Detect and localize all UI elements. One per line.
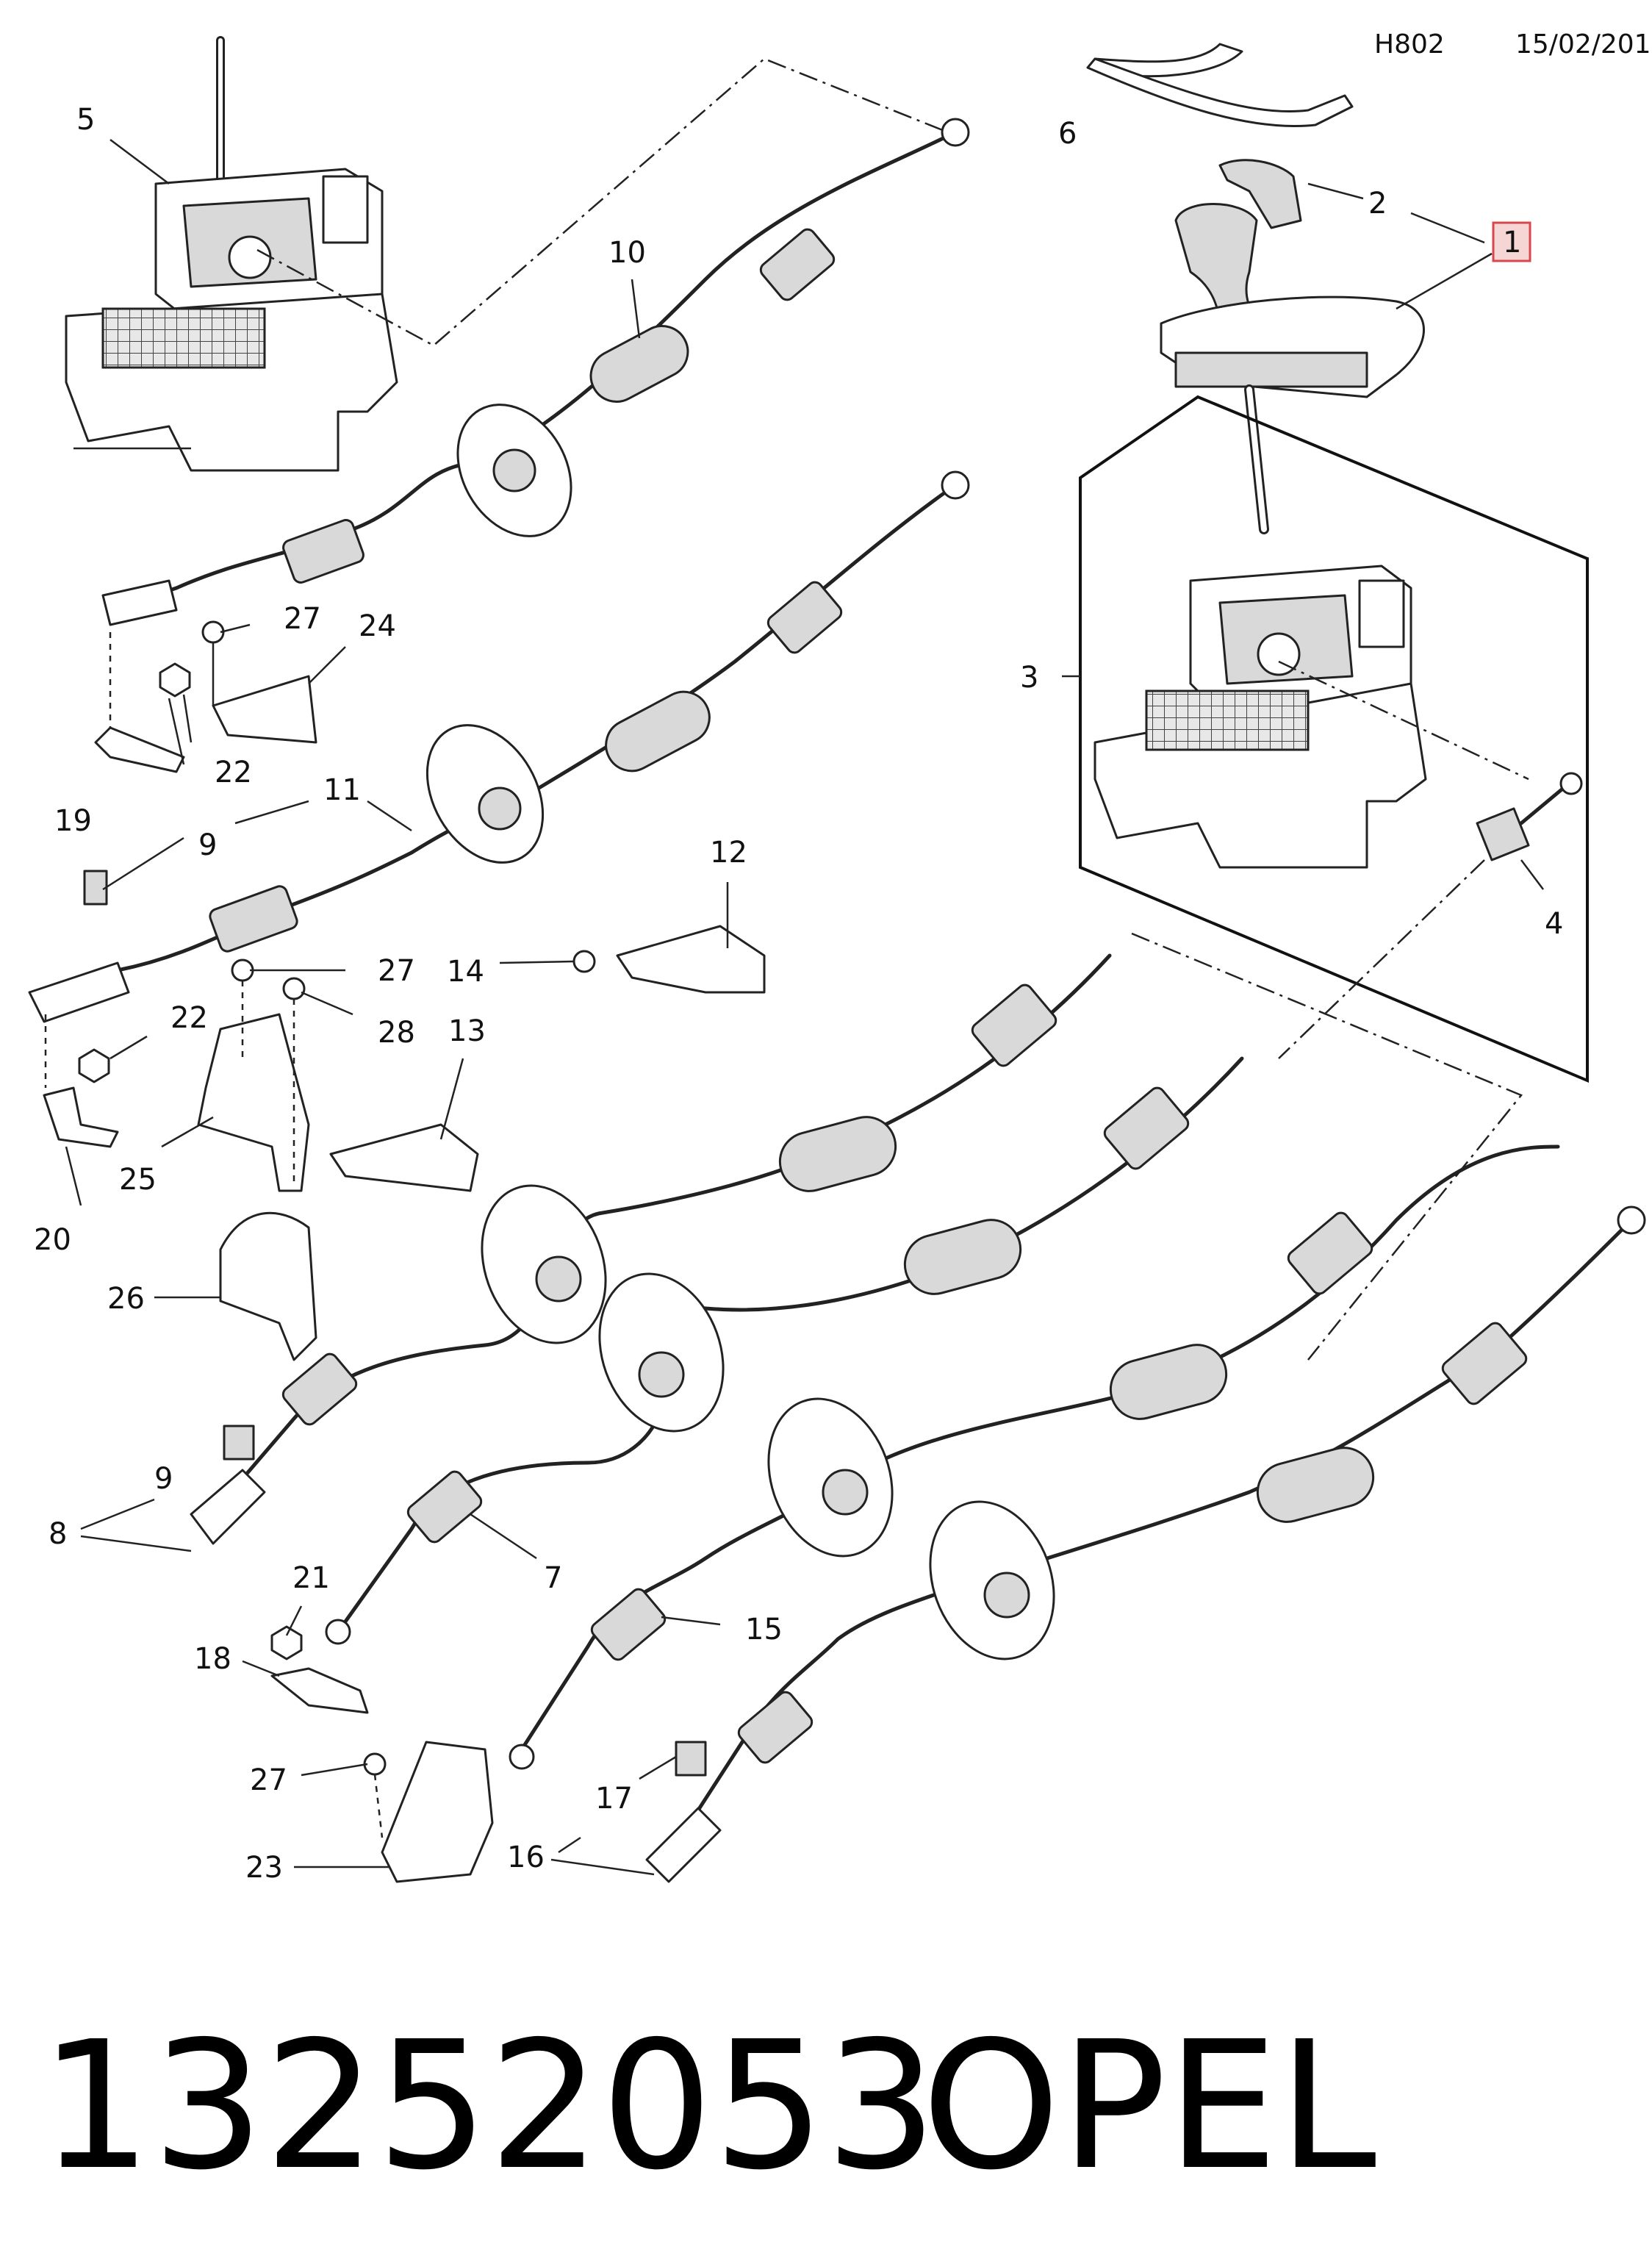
callout-2: 2 bbox=[1368, 187, 1387, 221]
washer-14 bbox=[572, 950, 596, 973]
footer-brand: OPEL bbox=[922, 2003, 1376, 2209]
bracket-18 bbox=[270, 1667, 369, 1714]
bracket-20 bbox=[43, 1086, 119, 1148]
cable-assembly-15 bbox=[509, 1144, 1560, 1770]
nut-22b bbox=[78, 1048, 110, 1083]
callout-14: 14 bbox=[447, 955, 484, 989]
clip-9b bbox=[223, 1425, 255, 1461]
nut-22a bbox=[159, 662, 191, 698]
callout-13: 13 bbox=[448, 1014, 486, 1048]
bracket-23 bbox=[381, 1741, 494, 1883]
bracket-13 bbox=[329, 1123, 479, 1192]
header-date: 15/02/2017 bbox=[1515, 29, 1652, 60]
callout-16: 16 bbox=[507, 1841, 545, 1874]
housing-frame bbox=[1079, 395, 1589, 1083]
callout-7: 7 bbox=[544, 1561, 562, 1595]
callout-21: 21 bbox=[292, 1561, 330, 1595]
bolt-27a bbox=[201, 620, 225, 706]
bracket-24 bbox=[212, 675, 317, 744]
callout-19: 19 bbox=[54, 804, 92, 838]
bracket-26 bbox=[219, 1211, 317, 1361]
cable-assembly-11 bbox=[28, 470, 970, 1023]
bolt-27c bbox=[363, 1752, 387, 1838]
cable-assembly-16 bbox=[645, 1205, 1646, 1883]
cable-assembly-7 bbox=[325, 1056, 1244, 1645]
callout-5: 5 bbox=[76, 103, 95, 137]
cable-assembly-10 bbox=[101, 118, 970, 626]
header-code: H802 bbox=[1374, 29, 1445, 60]
callout-9b: 9 bbox=[154, 1462, 173, 1496]
clip-9a bbox=[83, 870, 108, 906]
callout-1: 1 bbox=[1503, 226, 1521, 259]
bracket-25 bbox=[197, 1013, 310, 1192]
cable-assembly-8 bbox=[190, 953, 1112, 1545]
shifter-housing-3 bbox=[1093, 565, 1427, 869]
callout-9a: 9 bbox=[198, 828, 217, 862]
callout-6: 6 bbox=[1058, 117, 1077, 151]
callout-22a: 22 bbox=[215, 756, 252, 789]
callout-22b: 22 bbox=[170, 1001, 208, 1035]
bracket-12 bbox=[616, 925, 766, 994]
clip-17 bbox=[675, 1741, 707, 1777]
leader-lines bbox=[65, 139, 1544, 1876]
callout-25: 25 bbox=[119, 1163, 157, 1197]
callout-28: 28 bbox=[378, 1016, 415, 1050]
callout-27c: 27 bbox=[250, 1763, 287, 1797]
callout-18: 18 bbox=[194, 1642, 231, 1676]
shift-knob-1 bbox=[1160, 203, 1425, 534]
callout-3: 3 bbox=[1020, 661, 1038, 695]
nut-21 bbox=[270, 1625, 303, 1660]
highlight-box-1 bbox=[1492, 221, 1531, 262]
callout-15: 15 bbox=[745, 1613, 783, 1647]
footer-part-number: 13252053 bbox=[40, 2003, 938, 2209]
callout-26: 26 bbox=[107, 1282, 145, 1316]
callout-10: 10 bbox=[608, 236, 646, 270]
callout-17: 17 bbox=[595, 1782, 633, 1816]
callout-11: 11 bbox=[323, 773, 361, 807]
callout-24: 24 bbox=[359, 609, 396, 643]
callout-27a: 27 bbox=[284, 602, 321, 636]
knob-trim-2 bbox=[1218, 159, 1302, 229]
dash-leader-3-4 bbox=[1278, 660, 1529, 781]
callout-20: 20 bbox=[34, 1223, 71, 1257]
callout-12: 12 bbox=[710, 836, 747, 870]
connector-4 bbox=[1476, 772, 1583, 861]
callout-23: 23 bbox=[245, 1851, 283, 1885]
shifter-assembly-5 bbox=[65, 36, 398, 472]
dash-leader-cables bbox=[1131, 932, 1523, 1361]
callout-27b: 27 bbox=[378, 954, 415, 988]
bracket-19 bbox=[94, 726, 185, 773]
dash-leader-4-cable bbox=[1278, 859, 1485, 1059]
dash-leader-5-10 bbox=[256, 57, 949, 347]
callout-8: 8 bbox=[49, 1517, 67, 1551]
bolt-28 bbox=[282, 977, 306, 1183]
trim-strip-6 bbox=[1086, 43, 1354, 128]
callout-4: 4 bbox=[1545, 907, 1563, 941]
